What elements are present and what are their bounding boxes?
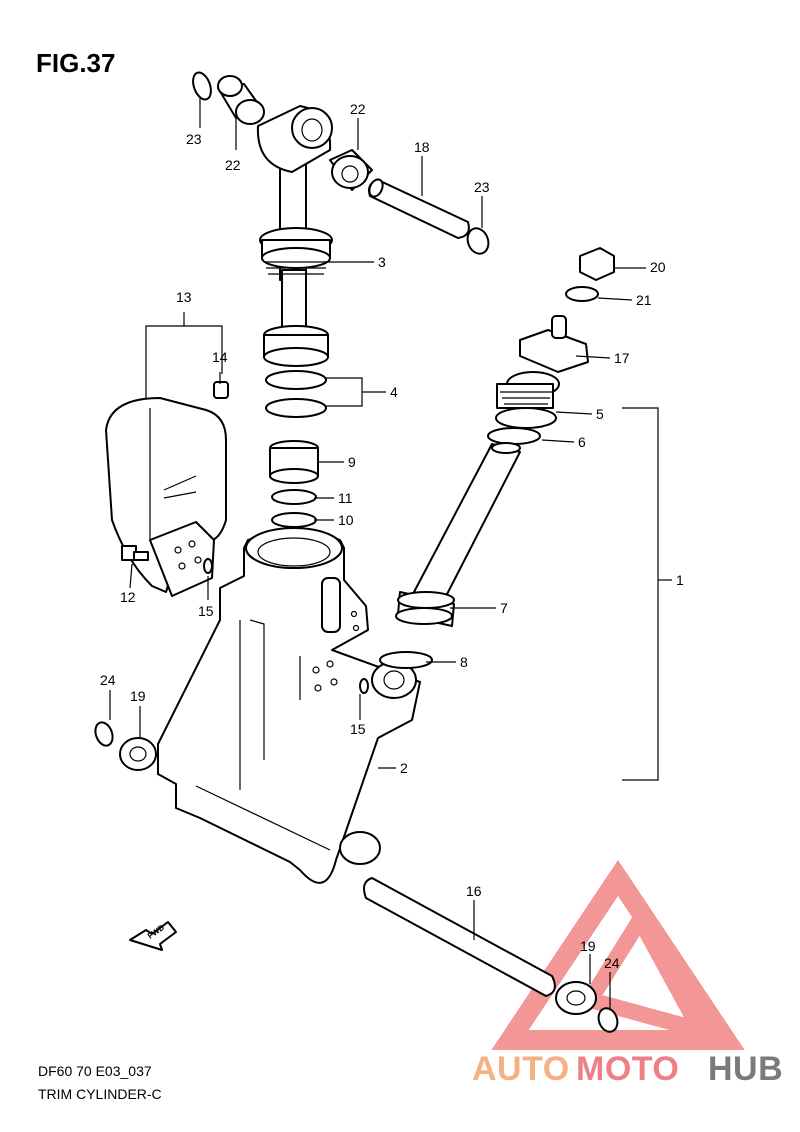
watermark-hub: HUB [708,1050,783,1088]
o-ring-15-left [203,558,213,574]
callout-19: 19 [130,688,146,704]
callout-4: 4 [390,384,398,400]
figure-name: TRIM CYLINDER-C [38,1086,162,1102]
bracket-13 [145,312,223,398]
watermark-logo-icon [491,859,745,1050]
callout-17: 17 [614,350,630,366]
callout-9: 9 [348,454,356,470]
bracket-1 [622,407,659,781]
callout-labels: 23 22 22 18 23 3 20 21 13 17 14 4 5 6 9 … [100,101,684,971]
callout-23: 23 [186,131,202,147]
callout-24: 24 [100,672,116,688]
callout-15: 15 [198,603,214,619]
callout-13: 13 [176,289,192,305]
cylinder-body-2 [157,527,421,884]
callout-8: 8 [460,654,468,670]
leader-lines [109,98,646,1010]
pin-18 [368,178,470,239]
callout-16: 16 [466,883,482,899]
snap-ring-24-left [94,721,114,747]
bushing-19-left [119,737,157,771]
washer-21 [565,286,599,302]
watermark-moto: MOTO [576,1050,679,1088]
callout-6: 6 [578,434,586,450]
callout-21: 21 [636,292,652,308]
callout-2: 2 [400,760,408,776]
watermark-auto: AUTO [472,1050,570,1088]
callout-20: 20 [650,259,666,275]
callout-18: 18 [414,139,430,155]
tube-assembly [379,371,560,669]
figure-code: DF60 70 E03_037 [38,1063,152,1079]
plug-14 [213,381,229,399]
bushing-22-upper [217,75,265,125]
callout-11: 11 [338,490,353,506]
callout-24: 24 [604,955,620,971]
callout-5: 5 [596,406,604,422]
o-ring-15-right [359,678,369,694]
figure-title: FIG.37 [36,48,116,78]
watermark-text: AUTO MOTO HUB [472,1050,783,1088]
callout-19: 19 [580,938,596,954]
snap-ring-23-upper [192,71,212,101]
callout-3: 3 [378,254,386,270]
shaft-16 [363,877,556,997]
fitting-17 [519,315,589,373]
callout-7: 7 [500,600,508,616]
nut-20 [579,247,615,281]
cylinder-rod-assembly [256,105,333,351]
callout-22: 22 [225,157,241,173]
snap-ring-24-right [597,1007,619,1033]
cover-13 [105,397,227,597]
callout-14: 14 [212,349,228,365]
bushing-19-right [555,981,597,1015]
callout-12: 12 [120,589,136,605]
bushing-22-right [329,149,373,191]
callout-1: 1 [676,572,684,588]
bracket-4 [326,377,386,407]
callout-23: 23 [474,179,490,195]
piston-stack [263,325,329,528]
fwd-direction-arrow-icon: FWD [129,921,177,951]
callout-15: 15 [350,721,366,737]
bolt-12 [121,545,149,561]
callout-22: 22 [350,101,366,117]
callout-10: 10 [338,512,354,528]
snap-ring-23-right [466,227,490,255]
